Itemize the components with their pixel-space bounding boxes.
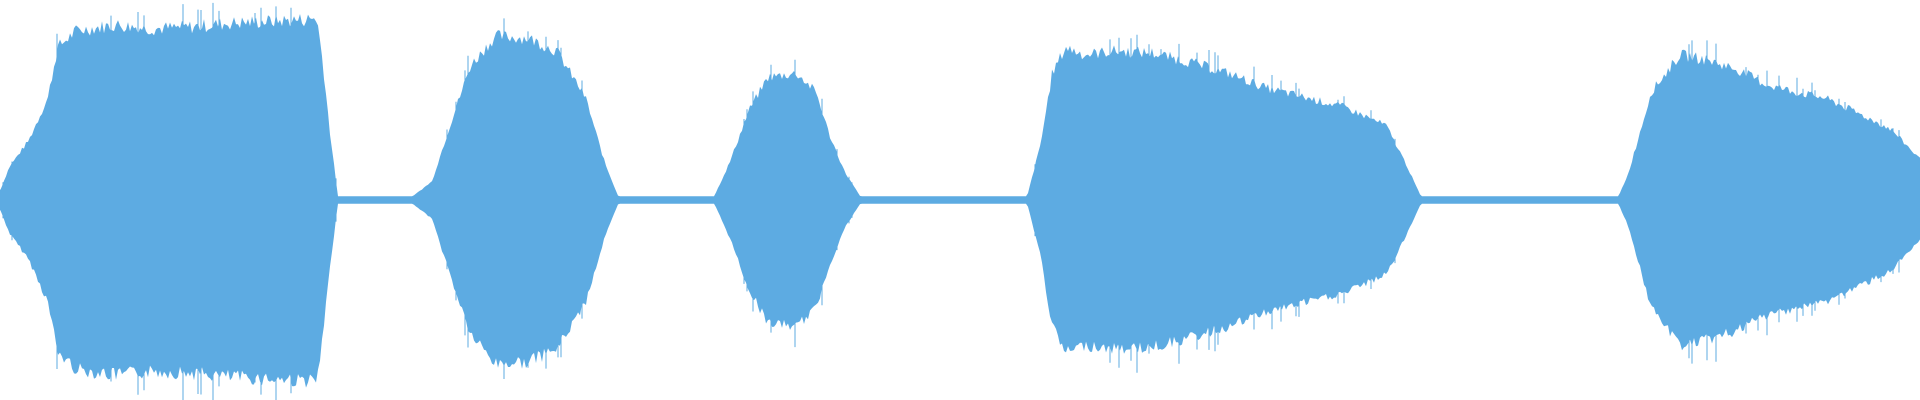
waveform-fill <box>0 14 1920 388</box>
